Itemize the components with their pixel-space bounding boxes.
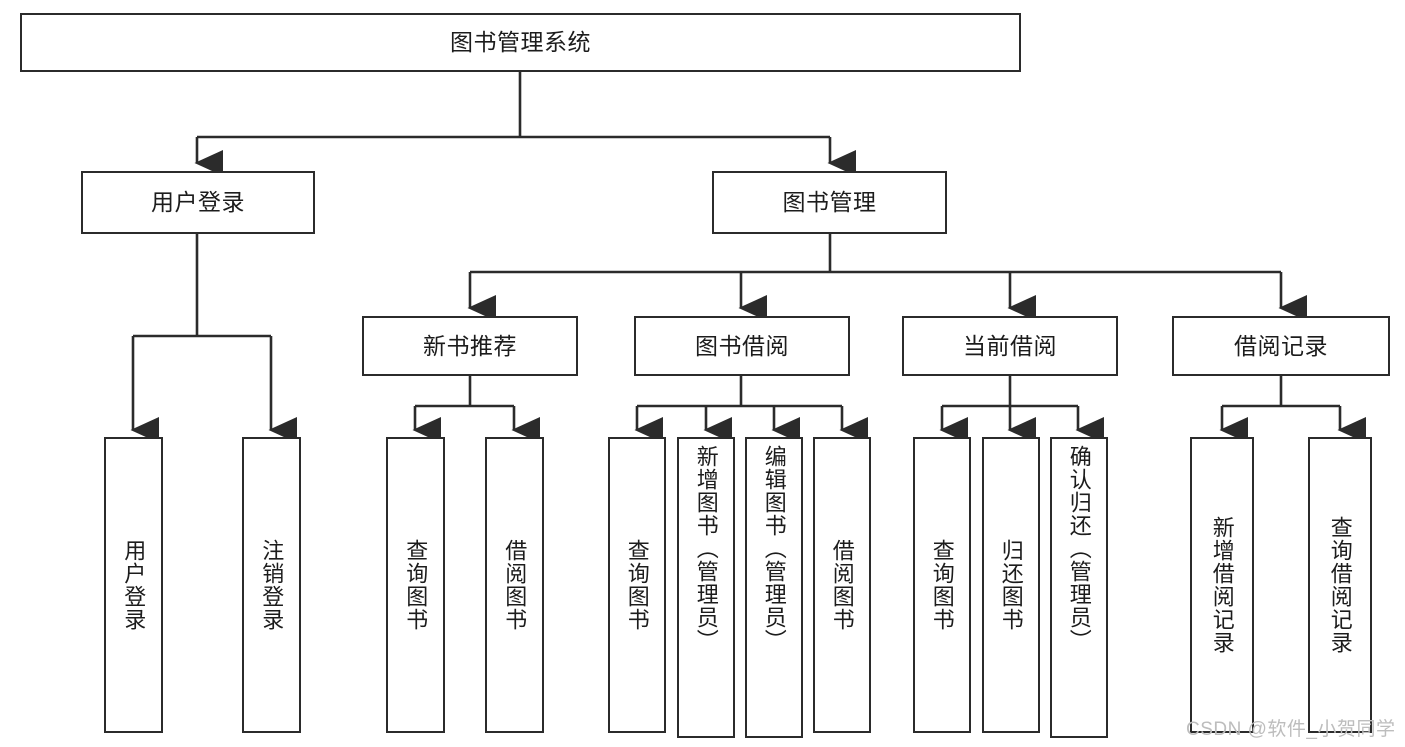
leaf-user-login[interactable]: 用户登录 bbox=[104, 437, 163, 733]
leaf-add-book[interactable]: 新增图书（管理员） bbox=[677, 437, 735, 738]
leaf-edit-book-label: 编辑图书（管理员） bbox=[761, 445, 787, 652]
leaf-query-book-2-label: 查询图书 bbox=[624, 539, 650, 631]
leaf-add-record[interactable]: 新增借阅记录 bbox=[1190, 437, 1254, 733]
leaf-logout-login[interactable]: 注销登录 bbox=[242, 437, 301, 733]
leaf-return-book-label: 归还图书 bbox=[998, 539, 1024, 631]
node-user-login-label: 用户登录 bbox=[151, 189, 245, 216]
node-book-management-label: 图书管理 bbox=[782, 189, 877, 216]
node-borrow-record-label: 借阅记录 bbox=[1234, 332, 1328, 359]
node-current-borrow-label: 当前借阅 bbox=[963, 332, 1057, 359]
node-root-label: 图书管理系统 bbox=[450, 29, 591, 56]
node-book-borrow-label: 图书借阅 bbox=[695, 332, 789, 359]
node-root[interactable]: 图书管理系统 bbox=[20, 13, 1021, 72]
leaf-query-book-1-label: 查询图书 bbox=[403, 539, 429, 631]
leaf-logout-login-label: 注销登录 bbox=[259, 539, 285, 631]
node-new-book-recommend-label: 新书推荐 bbox=[423, 332, 517, 359]
leaf-user-login-label: 用户登录 bbox=[121, 539, 147, 631]
csdn-watermark: CSDN @软件_小贺同学 bbox=[1186, 719, 1396, 740]
node-current-borrow[interactable]: 当前借阅 bbox=[902, 316, 1118, 376]
leaf-query-record[interactable]: 查询借阅记录 bbox=[1308, 437, 1372, 733]
leaf-return-book[interactable]: 归还图书 bbox=[982, 437, 1040, 733]
leaf-edit-book[interactable]: 编辑图书（管理员） bbox=[745, 437, 803, 738]
leaf-borrow-book-2-label: 借阅图书 bbox=[829, 539, 855, 631]
leaf-borrow-book-2[interactable]: 借阅图书 bbox=[813, 437, 871, 733]
leaf-add-record-label: 新增借阅记录 bbox=[1209, 516, 1235, 654]
node-user-login[interactable]: 用户登录 bbox=[81, 171, 315, 234]
leaf-borrow-book-1-label: 借阅图书 bbox=[502, 539, 528, 631]
leaf-query-book-3-label: 查询图书 bbox=[929, 539, 955, 631]
node-borrow-record[interactable]: 借阅记录 bbox=[1172, 316, 1390, 376]
leaf-query-record-label: 查询借阅记录 bbox=[1327, 516, 1353, 654]
leaf-query-book-2[interactable]: 查询图书 bbox=[608, 437, 666, 733]
leaf-query-book-1[interactable]: 查询图书 bbox=[386, 437, 445, 733]
leaf-borrow-book-1[interactable]: 借阅图书 bbox=[485, 437, 544, 733]
leaf-confirm-return[interactable]: 确认归还（管理员） bbox=[1050, 437, 1108, 738]
node-book-borrow[interactable]: 图书借阅 bbox=[634, 316, 850, 376]
node-book-management[interactable]: 图书管理 bbox=[712, 171, 947, 234]
leaf-confirm-return-label: 确认归还（管理员） bbox=[1066, 445, 1092, 652]
leaf-query-book-3[interactable]: 查询图书 bbox=[913, 437, 971, 733]
leaf-add-book-label: 新增图书（管理员） bbox=[693, 445, 719, 652]
node-new-book-recommend[interactable]: 新书推荐 bbox=[362, 316, 578, 376]
